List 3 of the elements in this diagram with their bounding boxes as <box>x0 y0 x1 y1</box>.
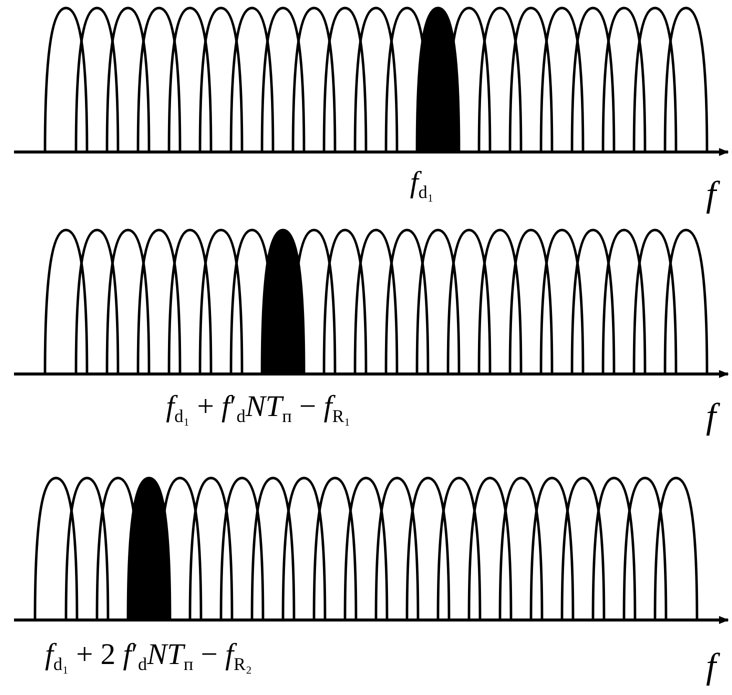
frequency-label: f$_{d₁}$ <box>410 168 434 201</box>
frequency-label: f$_{d₁}$ + f′$_{d}$NT$_{п}$ − f$_{R₁}$ <box>166 392 350 425</box>
frequency-label: f$_{d₁}$ + 2 f′$_{d}$NT$_{п}$ − f$_{R₂}$ <box>45 640 252 673</box>
